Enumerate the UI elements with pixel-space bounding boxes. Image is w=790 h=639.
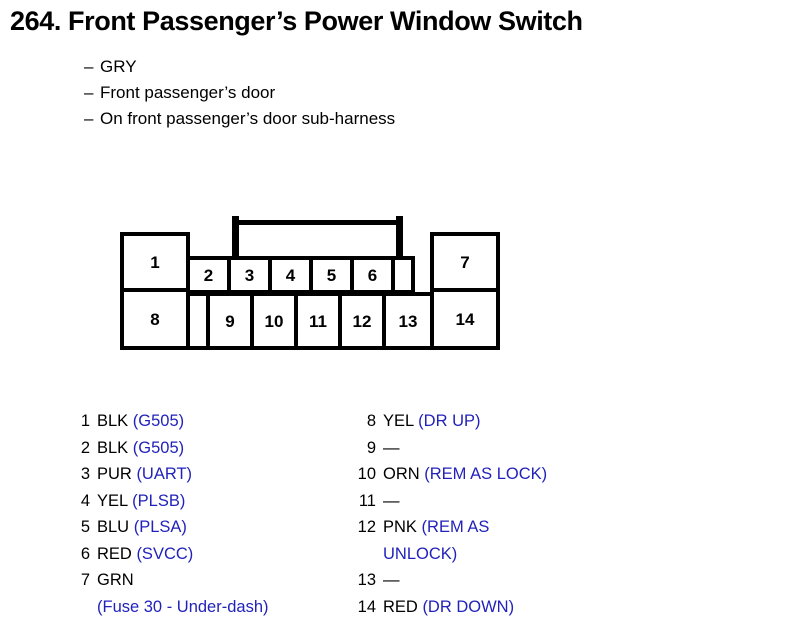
pin-number: 14: [357, 597, 376, 616]
pin-circuit-label: (REM AS LOCK): [424, 465, 548, 483]
pin-circuit-label-continued: (Fuse 30 - Under-dash): [97, 597, 269, 616]
pin-circuit-label: (UART): [136, 465, 193, 483]
connector-cell-11: 11: [294, 292, 342, 350]
pin-detail: RED (SVCC): [97, 541, 193, 568]
pin-detail: —: [383, 435, 400, 462]
connector-diagram: 1 8 2 3 4 5 6 7 14 9 10 11 12 13: [120, 216, 500, 350]
pin-row: 7 GRN: [66, 567, 269, 594]
pin-row: 14 RED (DR DOWN): [352, 594, 547, 621]
pin-detail: YEL (DR UP): [383, 408, 481, 435]
pin-wire-color: RED: [97, 544, 132, 563]
pin-number: 4: [80, 491, 90, 510]
connector-cell-8: 8: [120, 288, 190, 350]
pin-unused-marker: —: [383, 571, 400, 589]
pin-wire-color: YEL: [97, 491, 128, 510]
pin-detail: —: [383, 488, 400, 515]
pin-wire-color: BLK: [97, 412, 129, 430]
pin-wire-color: BLU: [97, 518, 130, 536]
pin-row: 2 BLK (G505): [66, 435, 269, 462]
connector-cell-1: 1: [120, 232, 190, 292]
latch-post-right: [396, 216, 403, 258]
description-list: –GRY –Front passenger’s door –On front p…: [84, 54, 395, 132]
pin-number: 6: [80, 544, 90, 563]
pin-circuit-label: (PLSB): [132, 491, 186, 510]
pin-detail: BLK (G505): [97, 435, 184, 462]
description-item: –Front passenger’s door: [84, 80, 395, 106]
pin-number: 10: [357, 465, 376, 483]
pin-number: 12: [357, 518, 376, 536]
latch-post-left: [232, 216, 239, 258]
pin-list-left: 1 BLK (G505) 2 BLK (G505) 3 PUR (UART) 4…: [66, 408, 269, 620]
pin-unused-marker: —: [383, 491, 400, 510]
dash-bullet-icon: –: [84, 109, 94, 128]
pin-wire-color: GRN: [97, 571, 134, 589]
pin-detail: PNK (REM AS: [383, 514, 489, 541]
pin-circuit-label: (SVCC): [136, 544, 194, 563]
connector-cell-10: 10: [250, 292, 298, 350]
connector-cell-6: 6: [350, 256, 395, 294]
connector-cell-12: 12: [338, 292, 386, 350]
description-item: –On front passenger’s door sub-harness: [84, 106, 395, 132]
pin-number: 1: [80, 412, 90, 430]
pin-wire-color: RED: [383, 597, 418, 616]
pin-circuit-label-continued: UNLOCK): [383, 544, 458, 563]
pin-detail: ORN (REM AS LOCK): [383, 461, 547, 488]
description-item: –GRY: [84, 54, 395, 80]
pin-number: 11: [358, 491, 376, 510]
pin-number: 13: [357, 571, 376, 589]
latch-crossbar: [232, 220, 403, 225]
pin-list-right: 8 YEL (DR UP) 9 — 10 ORN (REM AS LOCK) 1…: [352, 408, 547, 620]
pin-number: 3: [80, 465, 90, 483]
pin-row: 12 PNK (REM AS: [352, 514, 547, 541]
pin-number: 7: [80, 571, 90, 589]
connector-cell-9: 9: [206, 292, 254, 350]
pin-wire-color: PUR: [97, 465, 132, 483]
dash-bullet-icon: –: [84, 83, 94, 102]
pin-row: 10 ORN (REM AS LOCK): [352, 461, 547, 488]
pin-detail: GRN: [97, 567, 134, 594]
pin-number: 5: [80, 518, 90, 536]
pin-row: 9 —: [352, 435, 547, 462]
pin-number: 9: [366, 438, 376, 457]
pin-wire-color: YEL: [383, 412, 414, 430]
connector-cell-2: 2: [186, 256, 231, 294]
pin-detail: RED (DR DOWN): [383, 594, 514, 621]
pin-circuit-label: (PLSA): [133, 518, 187, 536]
connector-cell-4: 4: [268, 256, 313, 294]
connector-cell-5: 5: [309, 256, 354, 294]
pin-circuit-label: (G505): [132, 412, 185, 430]
page-title: 264. Front Passenger’s Power Window Swit…: [10, 6, 583, 36]
pin-circuit-label: (DR UP): [418, 412, 481, 430]
pin-unused-marker: —: [383, 438, 400, 457]
pin-row: 1 BLK (G505): [66, 408, 269, 435]
pin-row: 4 YEL (PLSB): [66, 488, 269, 515]
connector-cell-14: 14: [430, 288, 500, 350]
pin-row: 11 —: [352, 488, 547, 515]
pin-detail: BLU (PLSA): [97, 514, 187, 541]
pin-wire-color: ORN: [383, 465, 420, 483]
pin-row: 8 YEL (DR UP): [352, 408, 547, 435]
pin-row: 6 RED (SVCC): [66, 541, 269, 568]
dash-bullet-icon: –: [84, 57, 94, 76]
pin-detail: PUR (UART): [97, 461, 192, 488]
connector-blank-slot-top: [391, 256, 415, 294]
connector-cell-7: 7: [430, 232, 500, 292]
pin-detail: BLK (G505): [97, 408, 184, 435]
pin-circuit-label: (REM AS: [421, 518, 490, 536]
pin-wire-color: BLK: [97, 438, 129, 457]
pin-detail: —: [383, 567, 400, 594]
pin-number: 2: [80, 438, 90, 457]
connector-cell-13: 13: [382, 292, 434, 350]
connector-cell-3: 3: [227, 256, 272, 294]
pin-circuit-label: (DR DOWN): [422, 597, 515, 616]
pin-circuit-label: (G505): [132, 438, 185, 457]
pin-detail: YEL (PLSB): [97, 488, 185, 515]
pin-row: 13 —: [352, 567, 547, 594]
pin-number: 8: [366, 412, 376, 430]
pin-row: 3 PUR (UART): [66, 461, 269, 488]
pin-wire-color: PNK: [383, 518, 417, 536]
pin-row: 5 BLU (PLSA): [66, 514, 269, 541]
